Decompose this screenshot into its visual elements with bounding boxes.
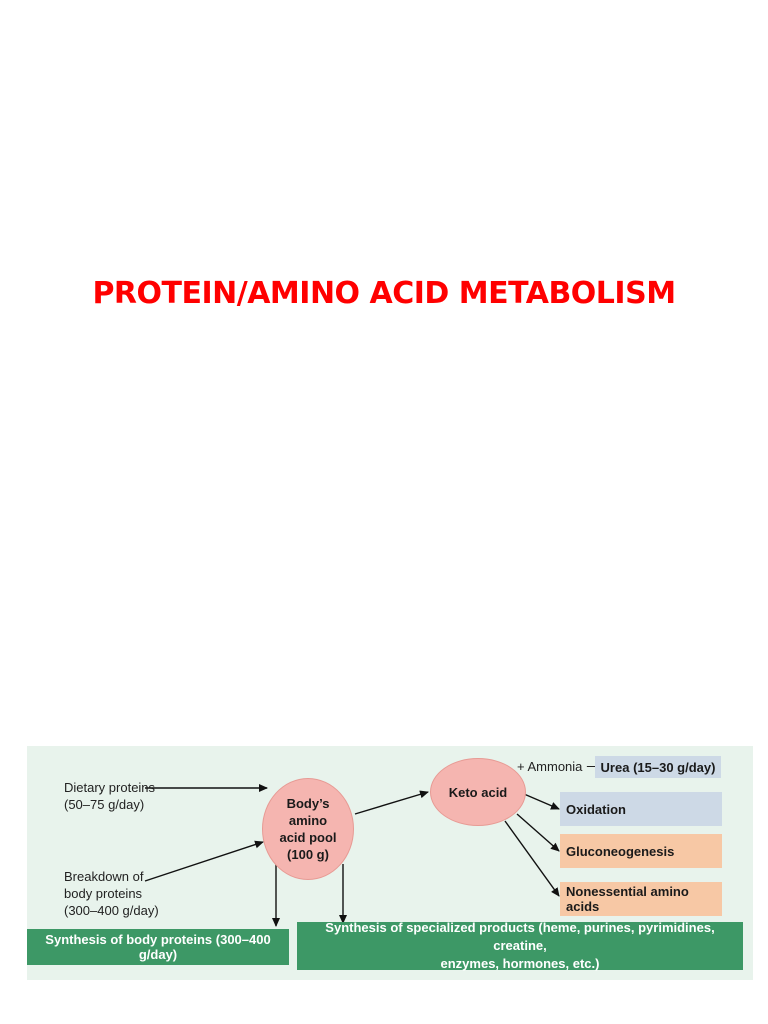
nonessential-label: Nonessential amino acids (566, 884, 689, 914)
gluconeogenesis-label: Gluconeogenesis (566, 843, 675, 859)
amino-acid-pool: Body’s amino acid pool (100 g) (262, 778, 354, 880)
synthesis-specialized-line2: enzymes, hormones, etc.) (440, 956, 600, 971)
dietary-proteins-label: Dietary proteins (50–75 g/day) (64, 779, 155, 813)
pool-line3: acid pool (279, 830, 337, 845)
arrow-keto-to-gluconeogenesis (516, 813, 560, 852)
urea-box: Urea (15–30 g/day) (595, 756, 721, 778)
synthesis-specialized-box: Synthesis of specialized products (heme,… (297, 920, 743, 971)
synthesis-specialized-line1: Synthesis of specialized products (heme,… (325, 920, 715, 953)
pool-line2: amino (288, 813, 328, 828)
ammonia-text: + Ammonia (517, 759, 583, 774)
pool-line4: (100 g) (287, 847, 329, 862)
arrow-keto-to-nonessential (504, 820, 560, 897)
synthesis-body-proteins-box: Synthesis of body proteins (300–400 g/da… (27, 929, 289, 965)
dietary-proteins-amount: (50–75 g/day) (64, 797, 145, 812)
urea-label: Urea (15–30 g/day) (600, 759, 716, 775)
metabolism-diagram: Dietary proteins (50–75 g/day) Breakdown… (27, 746, 753, 980)
ammonia-label: + Ammonia ⟶ (517, 758, 608, 775)
breakdown-amount: (300–400 g/day) (64, 903, 159, 918)
synthesis-body-proteins-label: Synthesis of body proteins (300–400 g/da… (45, 932, 271, 962)
breakdown-line1: Breakdown of (64, 869, 144, 884)
oxidation-box: Oxidation (560, 792, 722, 826)
arrow-breakdown-to-pool (144, 840, 264, 882)
arrow-pool-to-keto (354, 790, 429, 815)
slide-title: PROTEIN/AMINO ACID METABOLISM (92, 276, 676, 311)
gluconeogenesis-box: Gluconeogenesis (560, 834, 722, 868)
dietary-proteins-text: Dietary proteins (64, 780, 156, 795)
nonessential-amino-acids-box: Nonessential amino acids (560, 882, 722, 916)
keto-acid-label: Keto acid (448, 784, 508, 800)
arrow-keto-to-oxidation (523, 793, 560, 810)
keto-acid-node: Keto acid (430, 758, 526, 826)
flow-arrows (144, 784, 560, 927)
pool-line1: Body’s (286, 796, 330, 811)
oxidation-label: Oxidation (566, 801, 626, 817)
breakdown-line2: body proteins (64, 886, 143, 901)
breakdown-label: Breakdown of body proteins (300–400 g/da… (64, 868, 159, 919)
